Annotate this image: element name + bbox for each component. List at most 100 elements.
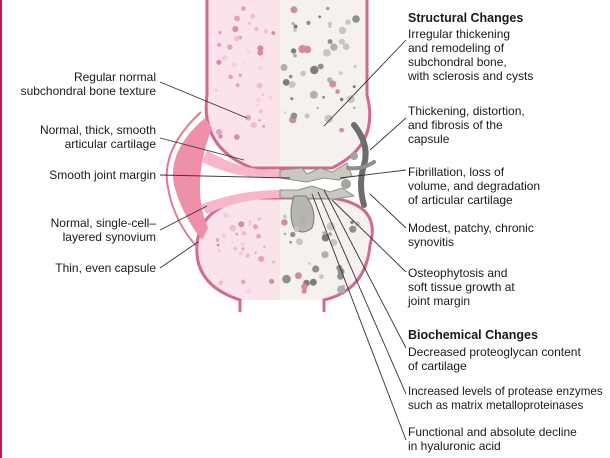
bone-texture-dot xyxy=(289,241,292,244)
label-capsule-changes: Thickening, distortion, and fibrosis of … xyxy=(408,104,608,146)
bone-texture-dot xyxy=(310,279,317,286)
bone-texture-dot xyxy=(292,22,295,25)
bone-texture-dot xyxy=(339,27,346,34)
bone-texture-dot xyxy=(268,96,272,100)
bone-texture-dot xyxy=(305,113,310,118)
bone-texture-dot xyxy=(259,119,261,121)
bone-texture-dot xyxy=(256,234,261,239)
bone-texture-dot xyxy=(218,134,222,138)
bone-texture-dot xyxy=(232,63,237,68)
heading-structural-changes: Structural Changes xyxy=(408,11,523,25)
bone-texture-dot xyxy=(244,62,246,64)
bone-texture-dot xyxy=(281,64,288,71)
label-subchondral-normal: Regular normal subchondral bone texture xyxy=(12,70,156,98)
bone-texture-dot xyxy=(354,65,357,68)
bone-texture-dot xyxy=(245,253,250,258)
bone-texture-dot xyxy=(248,223,252,227)
bone-texture-dot xyxy=(306,21,310,25)
bone-texture-dot xyxy=(345,19,350,24)
bone-texture-dot xyxy=(281,219,287,225)
bone-texture-dot xyxy=(340,98,343,101)
bone-texture-dot xyxy=(251,122,257,128)
bone-texture-dot xyxy=(246,289,251,294)
label-synovitis: Modest, patchy, chronic synovitis xyxy=(408,221,608,249)
bone-texture-dot xyxy=(234,134,240,140)
bone-texture-dot xyxy=(262,94,264,96)
label-subchondral-changes: Irregular thickening and remodeling of s… xyxy=(408,27,608,83)
bone-texture-dot xyxy=(327,222,335,230)
bone-texture-dot xyxy=(324,115,332,123)
label-osteophytosis: Osteophytosis and soft tissue growth at … xyxy=(408,266,608,308)
bone-texture-dot xyxy=(240,242,244,246)
bone-texture-dot xyxy=(218,249,221,252)
bone-texture-dot xyxy=(242,231,247,236)
bone-texture-dot xyxy=(269,279,274,284)
bone-texture-dot xyxy=(302,289,307,294)
bone-texture-dot xyxy=(264,30,268,34)
bone-texture-dot xyxy=(248,50,251,53)
bone-texture-dot xyxy=(323,49,331,57)
bone-texture-dot xyxy=(296,238,303,245)
bone-texture-dot xyxy=(232,26,238,32)
bone-texture-dot xyxy=(236,83,240,87)
bone-texture-dot xyxy=(328,22,332,26)
label-capsule-normal: Thin, even capsule xyxy=(12,261,156,275)
bone-texture-dot xyxy=(238,251,243,256)
bone-texture-dot xyxy=(321,251,328,258)
bone-texture-dot xyxy=(322,231,326,235)
bone-texture-dot xyxy=(231,242,233,244)
bone-texture-dot xyxy=(241,247,244,250)
bone-texture-dot xyxy=(322,96,325,99)
bone-texture-dot xyxy=(249,220,252,223)
bone-texture-dot xyxy=(312,265,319,272)
label-cartilage-normal: Normal, thick, smooth articular cartilag… xyxy=(12,123,156,151)
bone-texture-dot xyxy=(218,280,223,285)
bone-texture-dot xyxy=(258,217,262,221)
bone-texture-dot xyxy=(221,233,226,238)
bone-texture-dot xyxy=(291,113,298,120)
bone-texture-dot xyxy=(263,246,265,248)
bone-texture-dot xyxy=(353,107,356,110)
heading-biochemical-changes: Biochemical Changes xyxy=(408,328,538,342)
bone-texture-dot xyxy=(295,272,302,279)
bone-texture-dot xyxy=(256,98,261,103)
bone-texture-dot xyxy=(293,28,297,32)
bone-texture-dot xyxy=(251,14,256,19)
bone-texture-dot xyxy=(248,22,251,25)
bone-texture-dot xyxy=(339,71,343,75)
bone-texture-dot xyxy=(283,215,287,219)
bone-texture-dot xyxy=(253,224,258,229)
bone-texture-dot xyxy=(304,46,312,54)
bone-texture-dot xyxy=(230,225,236,231)
bone-texture-dot xyxy=(328,232,332,236)
bone-texture-dot xyxy=(291,48,296,53)
bone-texture-dot xyxy=(235,233,238,236)
bone-texture-dot xyxy=(310,66,318,74)
bone-texture-dot xyxy=(258,66,262,70)
bone-texture-dot xyxy=(283,79,290,86)
bone-texture-dot xyxy=(217,244,220,247)
bone-texture-dot xyxy=(238,74,241,77)
bone-texture-dot xyxy=(262,125,265,128)
bone-texture-dot xyxy=(318,64,324,70)
bone-texture-dot xyxy=(289,75,293,79)
bone-texture-dot xyxy=(216,238,220,242)
bone-texture-dot xyxy=(222,55,228,61)
bone-texture-dot xyxy=(255,252,257,254)
bone-texture-dot xyxy=(293,54,297,58)
bone-texture-dot xyxy=(349,226,356,233)
label-cartilage-changes: Fibrillation, loss of volume, and degrad… xyxy=(408,165,608,207)
bone-texture-dot xyxy=(272,260,275,263)
bone-texture-dot xyxy=(258,256,264,262)
bone-texture-dot xyxy=(259,109,263,113)
bone-texture-dot xyxy=(329,26,331,28)
bone-texture-dot xyxy=(271,31,275,35)
bone-texture-dot xyxy=(328,39,333,44)
label-synovium-normal: Normal, single-cell– layered synovium xyxy=(12,216,156,244)
bone-texture-dot xyxy=(300,71,306,77)
bone-texture-dot xyxy=(256,83,262,89)
label-protease: Increased levels of protease enzymes suc… xyxy=(408,385,610,413)
bone-texture-dot xyxy=(257,45,263,51)
bone-texture-dot xyxy=(319,274,324,279)
